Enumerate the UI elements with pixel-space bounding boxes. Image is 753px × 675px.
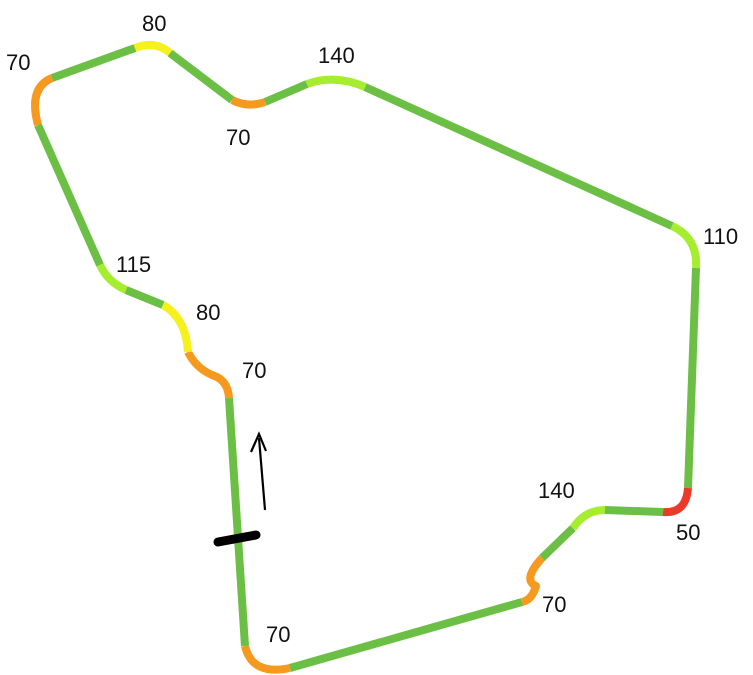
speed-label-c6: 50	[676, 520, 700, 545]
corner-segment-c3	[230, 96, 267, 109]
straight-segment	[167, 49, 235, 104]
corner-segments	[31, 40, 701, 674]
speed-label-c12: 115	[116, 252, 151, 277]
speed-label-c3: 70	[226, 125, 250, 150]
speed-label-c11: 80	[196, 300, 220, 325]
speed-label-c4: 140	[318, 43, 355, 68]
corner-segment-c12	[96, 263, 128, 294]
straight-segment	[50, 44, 137, 82]
speed-label-c1: 70	[6, 50, 30, 75]
straight-segment	[34, 123, 104, 267]
corner-segment-c1	[31, 74, 54, 127]
corner-segment-c7	[569, 506, 606, 531]
start-finish-line-icon	[213, 530, 261, 547]
straight-segment	[124, 286, 165, 309]
straight-segment	[263, 80, 309, 106]
speed-label-c10: 70	[242, 358, 266, 383]
corner-segment-c11	[160, 301, 192, 353]
straight-segment	[363, 83, 674, 230]
speed-label-c9: 70	[266, 622, 290, 647]
direction-arrow-icon	[249, 431, 268, 511]
straight-segment	[539, 525, 576, 561]
corner-segment-c6	[662, 487, 692, 517]
corner-segment-c5	[670, 222, 701, 269]
straight-segment	[684, 267, 700, 489]
speed-label-c8: 70	[542, 592, 566, 617]
speed-labels: 70 80 70 140 110 50 140 70 70 70 80 115	[6, 11, 738, 647]
corner-segment-c10	[184, 350, 233, 399]
corner-segment-c2	[133, 40, 173, 57]
speed-label-c2: 80	[142, 11, 166, 36]
corner-segment-c9	[241, 644, 291, 674]
speed-label-c7: 140	[538, 478, 575, 503]
straight-segment	[288, 598, 524, 672]
speed-label-c5: 110	[703, 224, 738, 249]
straight-segment	[225, 397, 249, 647]
straight-segment	[604, 506, 664, 516]
corner-segment-c4	[305, 75, 367, 91]
corner-segment-c8	[520, 555, 546, 606]
straight-segments	[34, 44, 700, 672]
